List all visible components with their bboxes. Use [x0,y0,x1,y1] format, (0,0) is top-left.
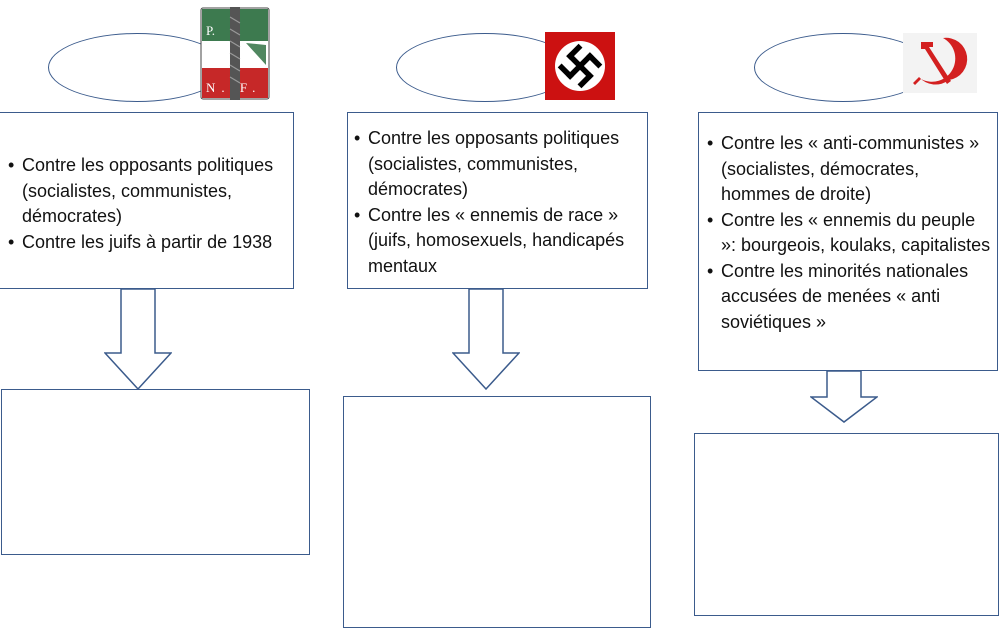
emblem-label-top: P. [206,23,215,38]
fascist-fasces-emblem-icon: P. N. F. [200,7,270,100]
content-box-3: Contre les « anti-communistes » (sociali… [698,112,998,371]
content-box-1: Contre les opposants politiques (sociali… [0,112,294,289]
title-oval-1[interactable] [48,33,226,102]
list-item: Contre les « ennemis de race » (juifs, h… [354,203,641,280]
list-item: Contre les opposants politiques (sociali… [8,153,287,230]
swastika-icon [545,32,615,100]
content-box-2: Contre les opposants politiques (sociali… [347,112,648,289]
list-item: Contre les « anti-communistes » (sociali… [707,131,991,208]
hammer-sickle-icon [903,33,977,93]
list-item: Contre les opposants politiques (sociali… [354,126,641,203]
list-item: Contre les « ennemis du peuple »: bourge… [707,208,991,259]
emblem-label-bottom: N. F. [206,80,261,95]
down-arrow-icon [104,289,172,390]
down-arrow-icon [452,289,520,390]
down-arrow-icon [810,371,878,423]
list-item: Contre les juifs à partir de 1938 [8,230,287,256]
answer-box-2[interactable] [343,396,651,628]
title-oval-2[interactable] [396,33,574,102]
list-item: Contre les minorités nationales accusées… [707,259,991,336]
answer-box-1[interactable] [1,389,310,555]
title-oval-3[interactable] [754,33,932,102]
answer-box-3[interactable] [694,433,999,616]
